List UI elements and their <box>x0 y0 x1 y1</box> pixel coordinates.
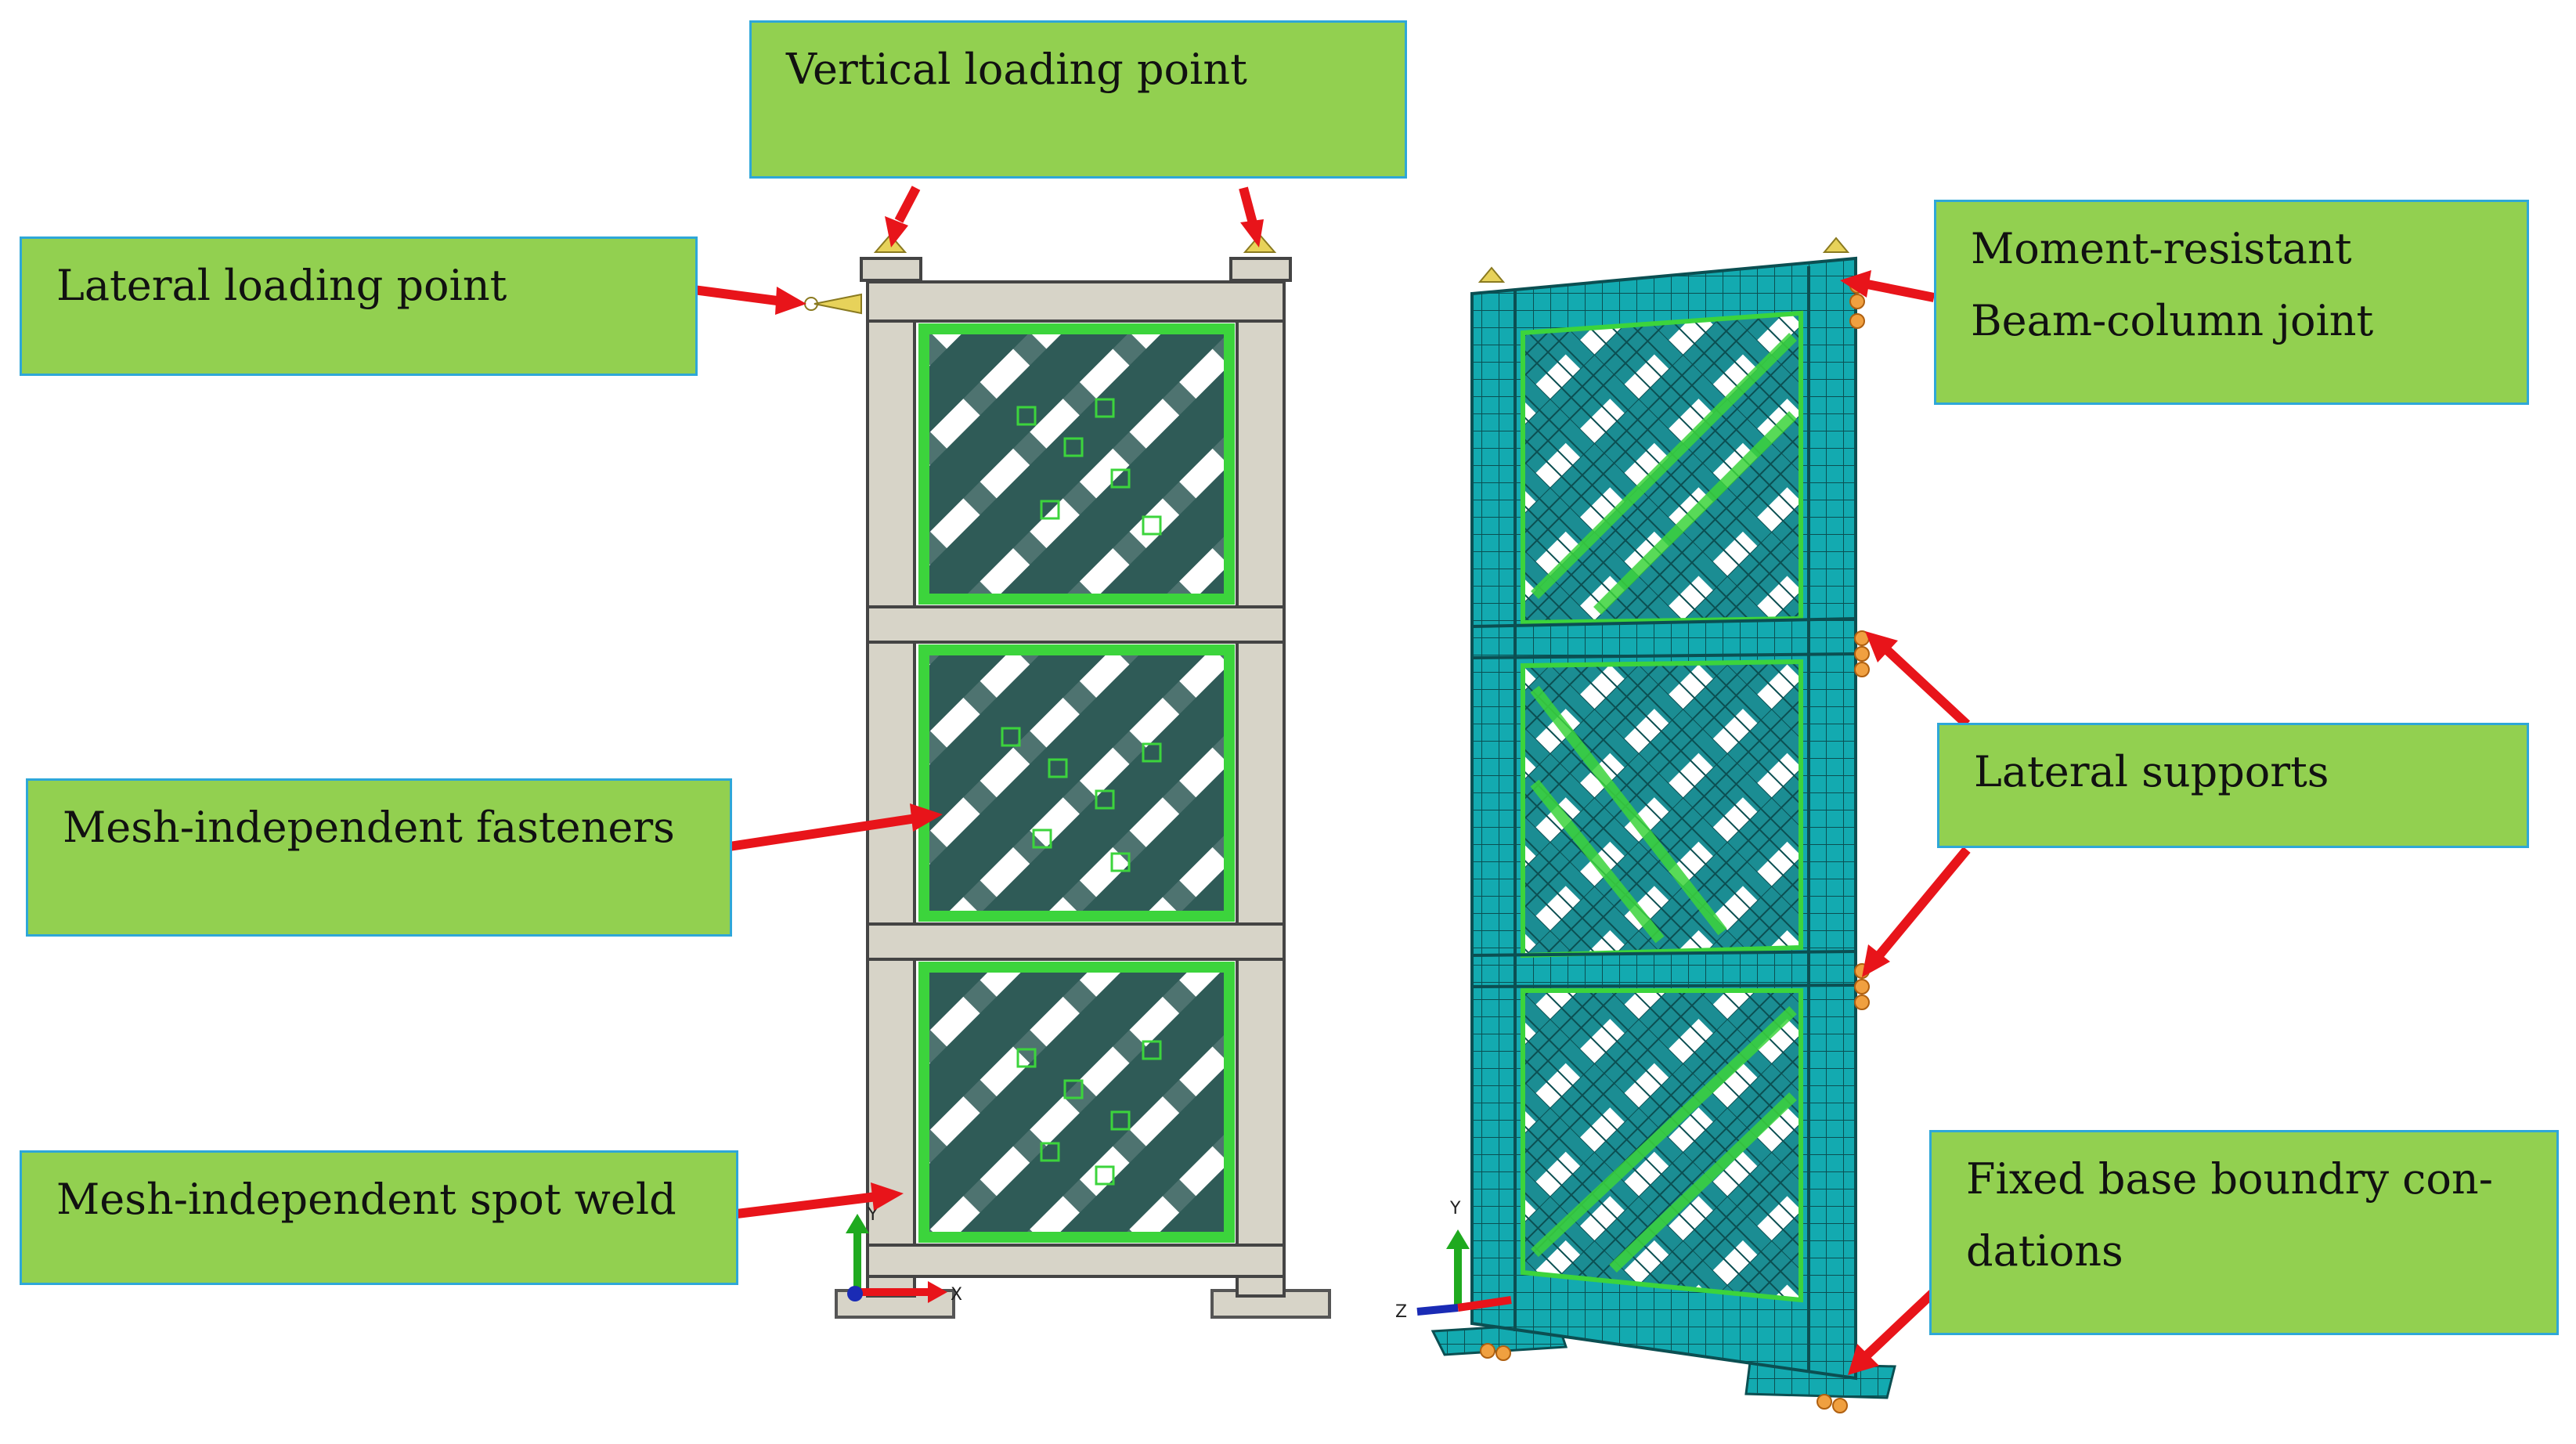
right-column <box>1236 269 1286 1298</box>
top-beam <box>866 280 1286 323</box>
moment-resistant-joint-text-line2: Beam-column joint <box>1971 296 2374 345</box>
mesh-fastener-strips <box>1530 333 1797 1273</box>
lower-lattice-panel <box>918 962 1235 1243</box>
bottom-beam <box>866 1244 1286 1278</box>
left-axis-triad: X Y <box>846 1205 962 1305</box>
mesh-independent-spot-weld-label: Mesh-independent spot weld <box>20 1150 738 1285</box>
arrow-lateral-support-lower <box>1862 847 1971 977</box>
arrow-fasteners <box>723 803 943 852</box>
moment-resistant-joint-text-line1: Moment-resistant <box>1971 224 2352 273</box>
left-axis-y-label: Y <box>867 1205 879 1225</box>
mesh-middle-panel <box>1521 659 1803 958</box>
arrow-lateral-support-upper <box>1865 631 1971 728</box>
right-axis-triad: Y Z <box>1395 1199 1512 1322</box>
mesh-member-edges <box>1471 266 1856 1370</box>
right-mesh-model: Y Z <box>1395 236 1896 1413</box>
arrow-vertical-left <box>885 186 921 247</box>
callout-arrows <box>680 186 1971 1375</box>
left-frame-model: X Y <box>804 233 1331 1319</box>
lateral-loading-point-label: Lateral loading point <box>20 236 698 376</box>
mesh-independent-fasteners-label: Mesh-independent fasteners <box>26 778 732 937</box>
mesh-independent-spot-weld-text: Mesh-independent spot weld <box>56 1175 676 1224</box>
fixed-base-boundary-text-line2: dations <box>1966 1226 2123 1276</box>
mesh-independent-fasteners-text: Mesh-independent fasteners <box>63 803 675 852</box>
left-axis-x-label: X <box>951 1285 962 1305</box>
mid-beam-1 <box>866 605 1286 644</box>
left-column <box>866 269 916 1298</box>
lateral-supports-text: Lateral supports <box>1974 747 2329 796</box>
arrow-fixed-base <box>1848 1284 1942 1375</box>
lateral-supports-label: Lateral supports <box>1937 723 2529 848</box>
fastener-markers <box>1001 398 1162 1186</box>
vertical-loading-point-label: Vertical loading point <box>749 20 1407 179</box>
mid-beam-2 <box>866 922 1286 961</box>
arrow-moment-joint <box>1840 270 1936 302</box>
arrow-lateral-loading <box>680 283 806 315</box>
arrow-vertical-right <box>1239 186 1264 247</box>
fixed-base-boundary-label: Fixed base boundry con- dations <box>1929 1130 2559 1335</box>
right-axis-y-label: Y <box>1449 1199 1461 1218</box>
mesh-loading-markers <box>1477 236 1850 283</box>
moment-resistant-joint-label: Moment-resistant Beam-column joint <box>1934 200 2529 405</box>
right-column-cap <box>1229 257 1292 282</box>
upper-lattice-panel <box>918 323 1235 605</box>
arrow-spot-weld <box>723 1182 904 1220</box>
middle-lattice-panel <box>918 644 1235 922</box>
lateral-loading-point-text: Lateral loading point <box>56 261 507 310</box>
left-column-cap <box>860 257 922 282</box>
right-axis-z-label: Z <box>1395 1302 1407 1322</box>
vertical-loading-point-text: Vertical loading point <box>786 45 1247 94</box>
fixed-base-boundary-text-line1: Fixed base boundry con- <box>1966 1154 2493 1204</box>
loading-markers <box>804 233 1277 315</box>
